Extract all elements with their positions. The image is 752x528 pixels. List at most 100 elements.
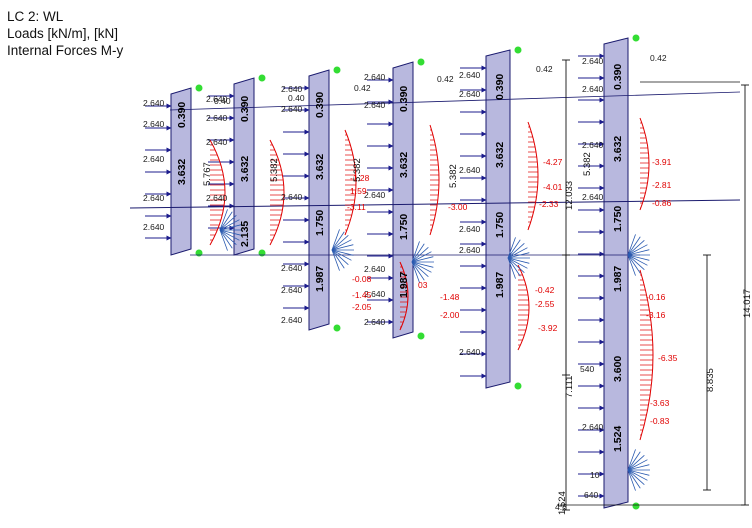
moment-value-label: -0.16: [646, 292, 666, 302]
column-member-3: [308, 69, 330, 331]
support-fan: [331, 231, 345, 251]
node-marker: [514, 46, 522, 54]
support-fan: [507, 237, 516, 259]
beam-line: [129, 199, 741, 209]
member-value-label: 1.524: [612, 426, 624, 452]
load-value-label: 2.640: [143, 193, 165, 203]
moment-value-label: -3.00: [448, 202, 468, 212]
dimension-value-label: 12.033: [564, 181, 575, 210]
support-fan: [331, 249, 349, 266]
load-case-title: LC 2: WL: [7, 9, 64, 24]
load-value-label: 10: [590, 470, 600, 480]
moment-value-label: -2.33: [539, 199, 559, 209]
support-fan: [219, 209, 228, 231]
support-fan: [331, 249, 352, 261]
member-value-label: 0.390: [398, 86, 410, 112]
support-fan: [507, 242, 525, 259]
member-value-label: 1.750: [612, 206, 624, 232]
load-value-label: 0.40: [214, 96, 231, 106]
support-fan: [627, 449, 636, 471]
moment-value-label: -3.91: [652, 157, 672, 167]
load-value-label: 2.640: [206, 137, 228, 147]
moment-diagram-2: [269, 139, 285, 246]
load-value-label: 540: [580, 364, 594, 374]
column-member-6: [603, 37, 629, 509]
support-fan: [411, 241, 420, 263]
load-value-label: 2.640: [143, 119, 165, 129]
moment-value-label: -1.28: [350, 173, 370, 183]
member-value-label: 3.632: [398, 152, 410, 178]
node-marker: [258, 249, 266, 257]
moment-value-label: -4.01: [543, 182, 563, 192]
dimension-value-label: 8.835: [705, 368, 716, 392]
dimension-value-label: 5.767: [202, 162, 213, 186]
column-member-1: [170, 87, 192, 256]
node-marker: [514, 382, 522, 390]
load-value-label: 2.640: [281, 104, 303, 114]
support-fan: [627, 464, 650, 471]
support-fan: [627, 254, 650, 261]
moment-value-label: -1.48: [440, 292, 460, 302]
load-value-label: 0.40: [288, 93, 305, 103]
support-fan: [627, 459, 648, 471]
support-fan: [627, 236, 641, 256]
dimension-value-label: 5.382: [448, 164, 459, 188]
load-value-label: 2.640: [143, 154, 165, 164]
support-fan: [411, 261, 429, 278]
load-value-label: 2.640: [281, 315, 303, 325]
member-value-label: 3.632: [494, 142, 506, 168]
support-fan: [331, 249, 354, 256]
support-fan: [627, 469, 650, 476]
support-fan: [219, 229, 242, 236]
dimension-value-label: 5.382: [269, 158, 280, 182]
support-fan: [627, 254, 648, 266]
result-type-label: Internal Forces M-y: [7, 43, 124, 58]
node-marker: [632, 502, 640, 510]
node-marker: [195, 249, 203, 257]
support-fan: [331, 244, 354, 251]
support-fan: [411, 261, 432, 273]
support-fan: [627, 454, 645, 471]
support-fan: [219, 214, 237, 231]
structure-layer: [129, 34, 749, 511]
dimension-value-label: 5.382: [582, 152, 593, 176]
load-value-label: 0.42: [536, 64, 553, 74]
member-value-label: 0.390: [239, 96, 251, 122]
node-marker: [417, 332, 425, 340]
support-fan: [627, 234, 636, 256]
load-units-label: Loads [kN/m], [kN]: [7, 26, 119, 41]
support-fan: [627, 451, 641, 471]
member-value-label: 0.390: [314, 92, 326, 118]
support-fan: [331, 249, 345, 269]
moment-diagram-6: [639, 117, 650, 211]
load-value-label: 2.640: [582, 192, 604, 202]
dimension-value-label: 5.382: [352, 158, 363, 182]
support-fan: [411, 251, 432, 263]
member-value-label: 0.390: [176, 102, 188, 128]
support-fan: [219, 229, 237, 246]
node-marker: [258, 74, 266, 82]
load-value-label: 2.640: [281, 192, 303, 202]
labels-layer: 2.640 2.640 2.640 2.640 2.640 2.640 2.640 2.640…: [143, 53, 752, 515]
dimension-value-label: 1.524: [557, 491, 568, 515]
moment-value-label: -0.42: [535, 285, 555, 295]
support-fan: [219, 229, 228, 251]
load-value-label: 0.42: [437, 74, 454, 84]
support-fan: [411, 261, 425, 281]
load-value-label: 2.640: [281, 285, 303, 295]
support-fan: [411, 261, 420, 283]
support-fan: [331, 239, 352, 251]
moment-diagram-3: [344, 129, 357, 236]
support-fan: [627, 254, 645, 271]
moment-value-label: -3.11: [347, 202, 366, 212]
support-fan: [411, 246, 429, 263]
support-fan: [331, 229, 340, 251]
support-fan: [507, 257, 521, 277]
support-fan: [507, 247, 528, 259]
load-value-label: 2.640: [582, 422, 604, 432]
column-member-4: [392, 61, 414, 339]
support-fan: [507, 252, 530, 259]
member-value-label: 1.987: [494, 272, 506, 298]
support-fan: [627, 249, 650, 256]
